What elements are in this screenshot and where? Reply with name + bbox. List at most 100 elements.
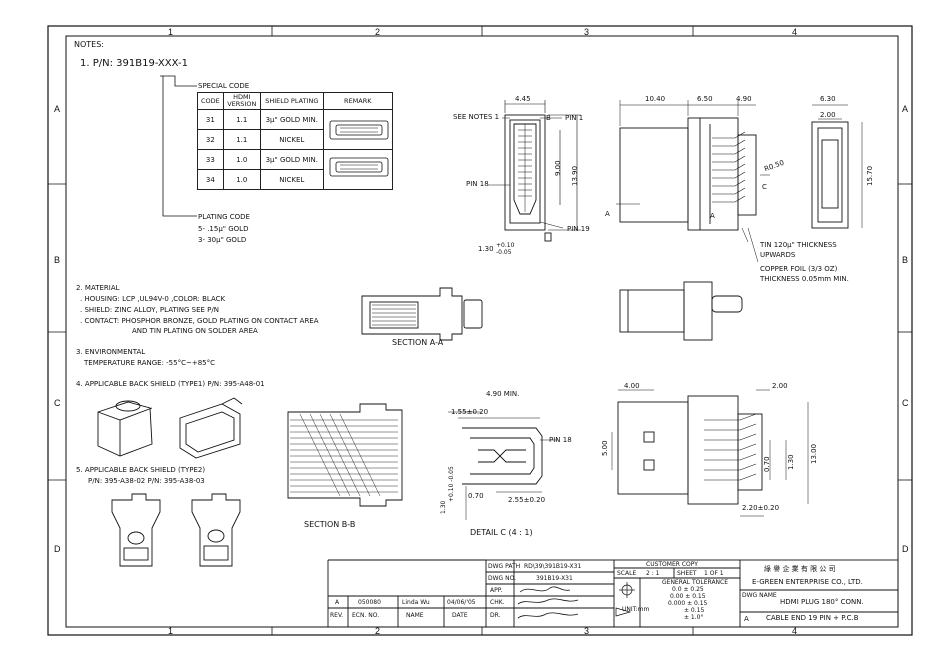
material-contact: . CONTACT: PHOSPHOR BRONZE, GOLD PLATING… [80, 317, 319, 325]
unit-label: UNIT:mm [622, 606, 650, 613]
zone-row-d-left: D [54, 544, 61, 554]
dim-5-00: 5.00 [601, 440, 609, 456]
detail-c-mark: C [762, 183, 767, 191]
tolerance-00: 0.00 ± 0.15 [670, 593, 706, 600]
company-name-cn: 綠 譽 企 業 有 限 公 司 [764, 565, 836, 573]
dim-6-50: 6.50 [697, 95, 713, 103]
tin-thickness: TIN 120μ" THICKNESS [760, 241, 837, 249]
general-tolerance: GENERAL TOLERANCE [662, 579, 729, 586]
dim-1-30: 1.30 [478, 245, 494, 253]
zone-row-c-right: C [902, 398, 909, 408]
zone-col-4-bottom: 4 [792, 626, 798, 636]
dim-2-00-top: 2.00 [820, 111, 836, 119]
zone-row-b-left: B [54, 255, 61, 265]
cell-version: 1.1 [222, 109, 261, 130]
company-name-en: E-GREEN ENTERPRISE CO., LTD. [752, 578, 863, 586]
material-housing: . HOUSING: LCP ,UL94V-0 ,COLOR: BLACK [80, 295, 226, 303]
dim-1-30-detail: 1.30 [440, 500, 447, 514]
dim-6-30: 6.30 [820, 95, 836, 103]
dim-4-90-min: 4.90 MIN. [486, 390, 520, 398]
rev-header-ecn: ECN. NO. [352, 612, 380, 619]
cell-version: 1.1 [222, 129, 261, 150]
dwg-path-label: DWG PATH [488, 563, 521, 570]
pin1-label: PIN 1 [565, 114, 584, 122]
zone-row-a-right: A [902, 104, 909, 114]
dim-13-90: 13.90 [571, 165, 579, 186]
sheet-label: SHEET [677, 570, 697, 577]
rev-row-date: 04/06/'05 [447, 599, 476, 606]
rev-header-name: NAME [406, 612, 424, 619]
section-bb-label: SECTION B-B [304, 520, 356, 529]
part-number-line: 1. P/N: 391B19-XXX-1 [80, 58, 188, 69]
pin18-label: PIN 18 [466, 180, 489, 188]
rev-mark: A [744, 615, 749, 623]
cell-code: 33 [197, 149, 224, 170]
zone-row-c-left: C [54, 398, 61, 408]
zone-col-3-top: 3 [584, 27, 590, 37]
dwg-path-value: RD\39\391B19-X31 [524, 563, 582, 570]
zone-col-2-top: 2 [375, 27, 381, 37]
rev-row-name: Linda Wu [402, 599, 430, 606]
material-title: 2. MATERIAL [76, 284, 120, 292]
tol-1-30: +0.10 -0.05 [496, 242, 515, 256]
cell-version: 1.0 [222, 169, 261, 190]
zone-col-1-bottom: 1 [168, 626, 174, 636]
dim-1-30-bottom: 1.30 [787, 454, 795, 470]
pin19-label: PIN 19 [567, 225, 590, 233]
dwg-name-label: DWG NAME [742, 592, 777, 599]
back-shield-type2-pn: P/N: 395-A38-02 P/N: 395-A38-03 [88, 477, 205, 485]
cell-remark-connector [322, 109, 393, 150]
dim-4-45: 4.45 [515, 95, 531, 103]
environmental-title: 3. ENVIRONMENTAL [76, 348, 146, 356]
dim-2-55: 2.55±0.20 [508, 496, 546, 504]
dwg-no-value: 391B19-X31 [536, 575, 573, 582]
dim-13-00: 13.00 [810, 443, 818, 464]
customer-copy: CUSTOMER COPY [646, 561, 698, 568]
view-b-label: B [546, 114, 551, 122]
dwg-no-label: DWG NO. [488, 575, 516, 582]
material-contact-2: AND TIN PLATING ON SOLDER AREA [132, 327, 258, 335]
table-row: 32 1.1 NICKEL [197, 129, 393, 150]
dim-1-55: 1.55±0.20 [451, 408, 489, 416]
col-remark: REMARK [322, 92, 393, 110]
plating-code-label: PLATING CODE [198, 213, 250, 221]
dim-0-70-bottom: 0.70 [763, 456, 771, 472]
scale-label: SCALE [617, 570, 637, 577]
back-shield-type2: 5. APPLICABLE BACK SHIELD (TYPE2) [76, 466, 206, 474]
copper-thickness: THICKNESS 0.05mm MIN. [760, 275, 849, 283]
detail-c-label: DETAIL C (4 : 1) [470, 528, 533, 537]
section-aa-label: SECTION A-A [392, 338, 444, 347]
dr-label: DR. [490, 612, 501, 619]
see-notes-label: SEE NOTES 1 [453, 113, 500, 121]
cell-plating: 3μ" GOLD MIN. [259, 149, 324, 170]
notes-heading: NOTES: [74, 40, 104, 49]
sheet-value: 1 OF 1 [704, 570, 724, 577]
zone-col-1-top: 1 [168, 27, 174, 37]
special-code-table: CODE HDMI VERSION SHIELD PLATING REMARK … [197, 92, 393, 190]
dwg-name-line2: CABLE END 19 PIN + P.C.B [766, 614, 859, 622]
rev-row-ecn: 050080 [358, 599, 381, 606]
cell-code: 31 [197, 109, 224, 130]
plating-code-3: 3- 30μ" GOLD [198, 236, 247, 244]
material-shield: . SHIELD: ZINC ALLOY, PLATING SEE P/N [80, 306, 220, 314]
cell-plating: 3μ" GOLD MIN. [259, 109, 324, 130]
zone-row-d-right: D [902, 544, 909, 554]
special-code-label: SPECIAL CODE [198, 82, 250, 90]
zone-col-3-bottom: 3 [584, 626, 590, 636]
cell-remark-connector [322, 149, 393, 190]
dim-2-00-bottom: 2.00 [772, 382, 788, 390]
tolerance-0: 0.0 ± 0.25 [672, 586, 704, 593]
zone-col-4-top: 4 [792, 27, 798, 37]
col-hdmi-version: HDMI VERSION [222, 92, 261, 110]
table-header-row: CODE HDMI VERSION SHIELD PLATING REMARK [197, 92, 393, 110]
tolerance-x: ± 0.15 [684, 607, 705, 614]
rev-header-rev: REV. [330, 612, 344, 619]
scale-value: 2 : 1 [646, 570, 660, 577]
cell-version: 1.0 [222, 149, 261, 170]
zone-row-b-right: B [902, 255, 909, 265]
plating-code-5: 5- .15μ" GOLD [198, 225, 249, 233]
table-row: 31 1.1 3μ" GOLD MIN. [197, 109, 393, 150]
dim-0-70: 0.70 [468, 492, 484, 500]
dwg-name-line1: HDMI PLUG 180° CONN. [780, 598, 864, 606]
dim-15-70: 15.70 [866, 165, 874, 186]
